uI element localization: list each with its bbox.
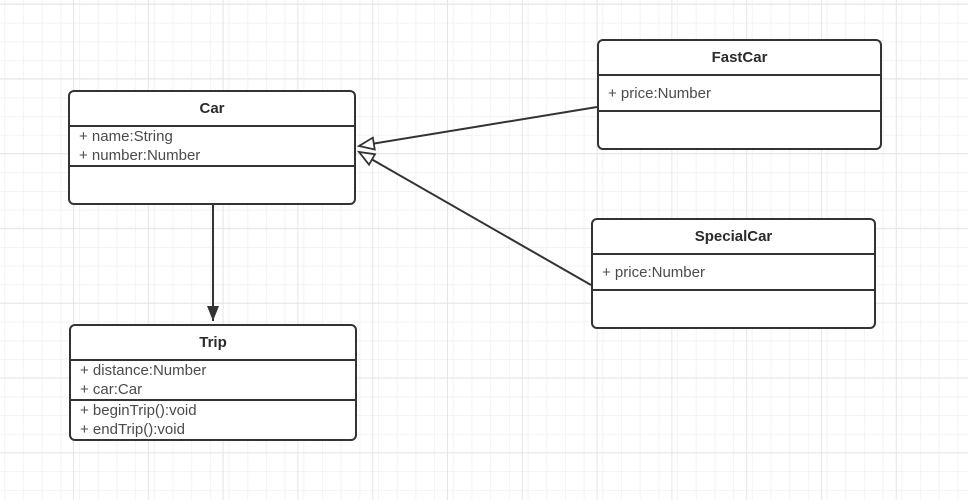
class-attribute: + price:Number xyxy=(602,263,705,281)
generalization-specialcar-to-car[interactable] xyxy=(356,150,592,286)
class-title: FastCar xyxy=(599,41,880,76)
class-attributes-section: + price:Number xyxy=(593,255,874,291)
class-methods-section xyxy=(593,291,874,327)
class-method: + beginTrip():void xyxy=(80,402,197,419)
class-box-trip[interactable]: Trip + distance:Number + car:Car + begin… xyxy=(69,324,357,441)
class-methods-section xyxy=(599,112,880,148)
class-attribute: + price:Number xyxy=(608,84,711,102)
class-methods-section xyxy=(70,167,354,203)
class-title: Trip xyxy=(71,326,355,361)
class-box-specialcar[interactable]: SpecialCar + price:Number xyxy=(591,218,876,329)
class-attribute: + name:String xyxy=(79,128,173,145)
class-attributes-section: + price:Number xyxy=(599,76,880,112)
class-title: SpecialCar xyxy=(593,220,874,255)
class-methods-section: + beginTrip():void + endTrip():void xyxy=(71,401,355,439)
class-attribute: + distance:Number xyxy=(80,362,207,379)
class-attribute: + number:Number xyxy=(79,147,201,164)
class-box-car[interactable]: Car + name:String + number:Number xyxy=(68,90,356,205)
class-box-fastcar[interactable]: FastCar + price:Number xyxy=(597,39,882,150)
class-method: + endTrip():void xyxy=(80,421,185,438)
class-attributes-section: + name:String + number:Number xyxy=(70,127,354,167)
class-attribute: + car:Car xyxy=(80,381,143,398)
class-attributes-section: + distance:Number + car:Car xyxy=(71,361,355,401)
class-title: Car xyxy=(70,92,354,127)
generalization-fastcar-to-car[interactable] xyxy=(356,106,598,151)
